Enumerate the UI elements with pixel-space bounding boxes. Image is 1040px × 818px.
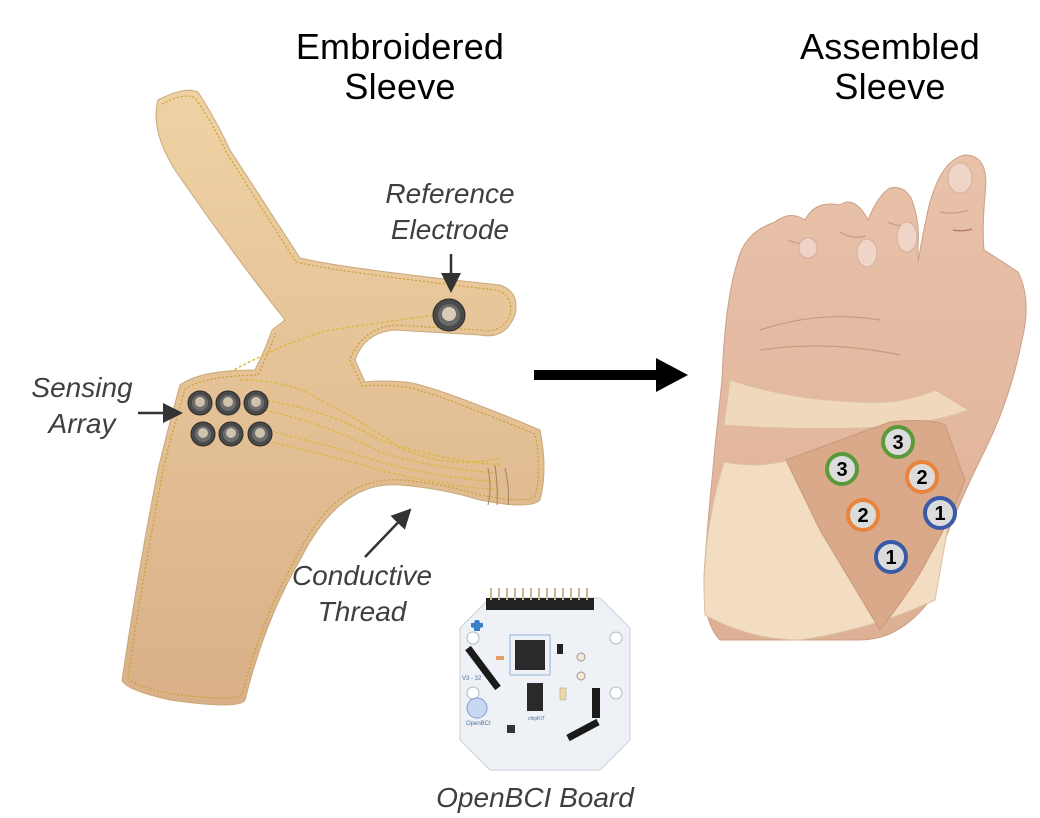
header-pin — [538, 588, 540, 600]
conductive-thread-label-line1: Conductive — [291, 560, 433, 591]
electrode-marker-ring — [881, 425, 915, 459]
electrode-marker-ring — [905, 460, 939, 494]
header-pins — [490, 588, 588, 600]
assembled-sleeve-hand — [703, 154, 1027, 641]
sensing-electrode — [218, 421, 244, 447]
electrode-marker-ring — [846, 498, 880, 532]
sleeve-band-upper — [723, 379, 970, 430]
electrode-marker-1: 1 — [874, 540, 908, 574]
sensing-electrode — [190, 421, 216, 447]
thread-line-reference — [229, 314, 436, 373]
header-pin — [506, 588, 508, 600]
electrode-marker-ring — [874, 540, 908, 574]
transition-arrow — [534, 358, 688, 392]
sensing-array-label-line2: Array — [48, 408, 116, 439]
reference-electrode-label-line2: Electrode — [390, 214, 510, 245]
header-pin — [530, 588, 532, 600]
assembled-sleeve-title-line1: Assembled — [800, 26, 980, 67]
embroidered-sleeve-title-line1: Embroidered — [295, 26, 505, 67]
assembled-sleeve-title-line2: Sleeve — [834, 66, 946, 107]
electrode-marker-number: 1 — [934, 503, 945, 525]
thread-line — [239, 379, 501, 463]
reference-electrode-label-line1: Reference — [385, 178, 515, 209]
thread-line — [261, 399, 501, 466]
header-pin — [554, 588, 556, 600]
conductive-thread-lines — [229, 314, 501, 491]
board-mcu-chip — [515, 640, 545, 670]
electrode-marker-ring — [825, 452, 859, 486]
header-pin — [514, 588, 516, 600]
header-pin — [498, 588, 500, 600]
sensing-array-label: Sensing Array — [12, 370, 152, 442]
board-version-text: V3 - 32 — [462, 676, 482, 682]
embroidered-sleeve-title: Embroidered Sleeve — [255, 27, 545, 107]
sensing-electrode — [215, 390, 241, 416]
sleeve-fabric-shape — [121, 89, 545, 706]
openbci-board-label-line1: OpenBCI Board — [436, 782, 634, 813]
electrode-marker-3: 3 — [881, 425, 915, 459]
header-pin — [570, 588, 572, 600]
header-pin — [522, 588, 524, 600]
board-pcb — [459, 597, 631, 771]
electrode-marker-number: 2 — [857, 505, 868, 527]
electrode-marker-number: 1 — [885, 547, 896, 569]
reference-electrode-label: Reference Electrode — [360, 176, 540, 248]
header-pin — [578, 588, 580, 600]
electrode-marker-number: 3 — [892, 432, 903, 454]
embroidered-sleeve-title-line2: Sleeve — [344, 66, 456, 107]
openbci-gear-icon — [471, 620, 483, 631]
board-secondary-chip — [527, 683, 543, 711]
thread-line — [264, 429, 501, 483]
thread-line — [261, 439, 501, 491]
electrode-marker-3: 3 — [825, 452, 859, 486]
embroidered-sleeve — [121, 89, 545, 706]
openbci-board-label: OpenBCI Board — [390, 780, 680, 816]
reference-electrode — [432, 298, 466, 332]
board-brand-text: OpenBCI — [466, 721, 491, 727]
electrode-marker-2: 2 — [905, 460, 939, 494]
sensing-electrode — [247, 421, 273, 447]
loose-thread-ends — [487, 464, 510, 506]
electrode-marker-2: 2 — [846, 498, 880, 532]
sensing-array-label-line1: Sensing — [31, 372, 133, 403]
sensing-electrode — [243, 390, 269, 416]
fingernails — [798, 162, 973, 268]
header-pin — [546, 588, 548, 600]
openbci-logo-icon — [466, 697, 488, 719]
conductive-thread-label: Conductive Thread — [262, 558, 462, 630]
openbci-board: V3 - 32 OpenBCI chipKIT — [459, 588, 631, 771]
header-pin — [586, 588, 588, 600]
header-pin — [562, 588, 564, 600]
electrode-marker-number: 3 — [836, 459, 847, 481]
header-pin — [490, 588, 492, 600]
electrode-marker-1: 1 — [923, 496, 957, 530]
sensing-electrode — [187, 390, 213, 416]
conductive-thread-label-line2: Thread — [317, 596, 407, 627]
electrode-marker-ring — [923, 496, 957, 530]
electrode-marker-number: 2 — [916, 467, 927, 489]
stitch-border — [127, 95, 540, 699]
assembled-sleeve-title: Assembled Sleeve — [755, 27, 1025, 107]
board-chip-text: chipKIT — [528, 716, 545, 722]
sensing-array — [187, 390, 273, 447]
thread-line — [264, 409, 501, 474]
conductive-thread-arrow — [364, 508, 412, 558]
